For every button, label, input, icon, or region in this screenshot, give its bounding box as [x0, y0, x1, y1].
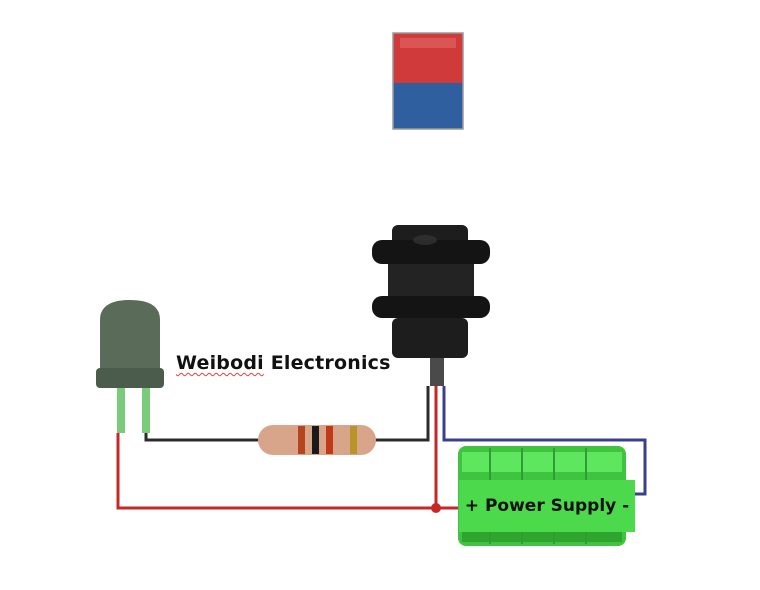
brand-rest: Electronics [270, 352, 391, 374]
power-supply-label: + Power Supply - [459, 480, 635, 532]
brand-word: Weibodi [176, 352, 264, 374]
proximity-sensor-icon [372, 225, 490, 386]
magnet-icon [392, 32, 464, 130]
wire-junction [431, 503, 441, 513]
led-icon [96, 300, 164, 433]
brand-caption: Weibodi Electronics [176, 352, 391, 374]
wires [116, 386, 647, 510]
resistor-icon [258, 425, 376, 455]
